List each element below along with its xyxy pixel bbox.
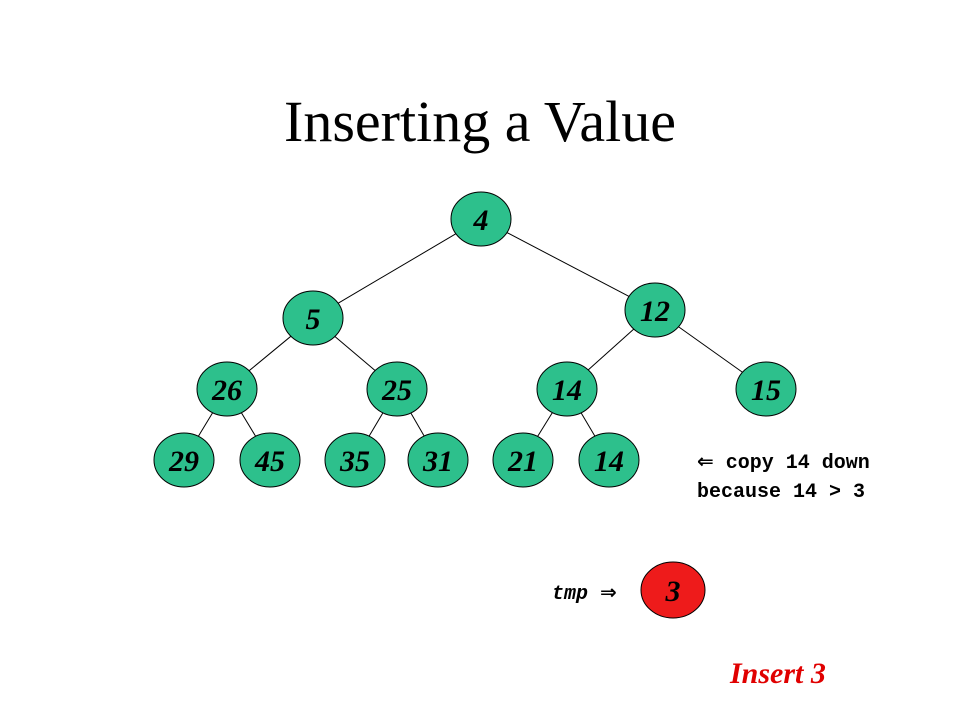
tree-node-circle: [196, 361, 258, 417]
tree-node-value: 25: [381, 374, 412, 407]
tree-node-value: 35: [339, 445, 370, 478]
tree-node: 4: [450, 191, 512, 247]
tree-node: 29: [153, 432, 215, 488]
tmp-node-value: 3: [665, 575, 681, 608]
tree-node-value: 21: [507, 445, 538, 478]
tree-node: 35: [324, 432, 386, 488]
tree-node-value: 26: [211, 374, 242, 407]
tree-edge: [197, 411, 214, 438]
copy-down-note: ⇐ copy 14 down because 14 > 3: [697, 447, 870, 507]
tree-node-value: 14: [552, 374, 582, 407]
tree-node: 45: [239, 432, 301, 488]
note-line-1: copy 14 down: [725, 452, 870, 475]
tree-node-circle: [536, 361, 598, 417]
tree-node: 15: [735, 361, 797, 417]
tree-node-circle: [578, 432, 640, 488]
slide-title: Inserting a Value: [284, 89, 676, 154]
tree-node-circle: [735, 361, 797, 417]
tree-node: 26: [196, 361, 258, 417]
tree-edge: [247, 335, 293, 372]
tree-node-circle: [624, 282, 686, 338]
tree-node-value: 15: [751, 374, 781, 407]
tree-edge: [586, 327, 636, 372]
tree-node-value: 14: [594, 445, 624, 478]
tree-node-value: 29: [168, 445, 199, 478]
tree-node: 5: [282, 290, 344, 346]
tree-node-circle: [153, 432, 215, 488]
note-line-2: because 14 > 3: [697, 481, 866, 504]
tree-node-circle: [407, 432, 469, 488]
tree-edges: [197, 231, 744, 438]
tree-edge: [333, 335, 377, 372]
tree-node-circle: [282, 290, 344, 346]
left-arrow-icon: ⇐: [697, 449, 714, 473]
tree-node-circle: [366, 361, 428, 417]
tree-edge: [505, 231, 631, 298]
tmp-node: 3: [640, 561, 706, 619]
insert-caption: Insert 3: [730, 657, 826, 690]
tree-edge: [336, 232, 458, 305]
tree-edge: [409, 411, 426, 438]
tree-node-value: 12: [640, 295, 670, 328]
tree-node-value: 45: [254, 445, 285, 478]
tree-node-circle: [450, 191, 512, 247]
tree-edge: [536, 411, 554, 438]
tree-edge: [580, 411, 596, 438]
tree-node-value: 31: [422, 445, 453, 478]
tmp-label-text: tmp: [552, 583, 589, 606]
tree-node: 31: [407, 432, 469, 488]
tree-node-value: 5: [306, 303, 321, 336]
tree-edge: [677, 325, 744, 374]
tree-node-circle: [239, 432, 301, 488]
tmp-node-circle: [640, 561, 706, 619]
tree-node-value: 4: [473, 204, 489, 237]
tree-node: 12: [624, 282, 686, 338]
tree-node-circle: [324, 432, 386, 488]
tree-edge: [368, 411, 384, 438]
tmp-pointer-label: tmp ⇒: [552, 580, 617, 606]
tree-node-circle: [492, 432, 554, 488]
tree-edge: [240, 411, 257, 438]
tree-node: 14: [578, 432, 640, 488]
tree-node: 21: [492, 432, 554, 488]
right-arrow-icon: ⇒: [600, 580, 617, 604]
tree-node: 25: [366, 361, 428, 417]
tree-node: 14: [536, 361, 598, 417]
